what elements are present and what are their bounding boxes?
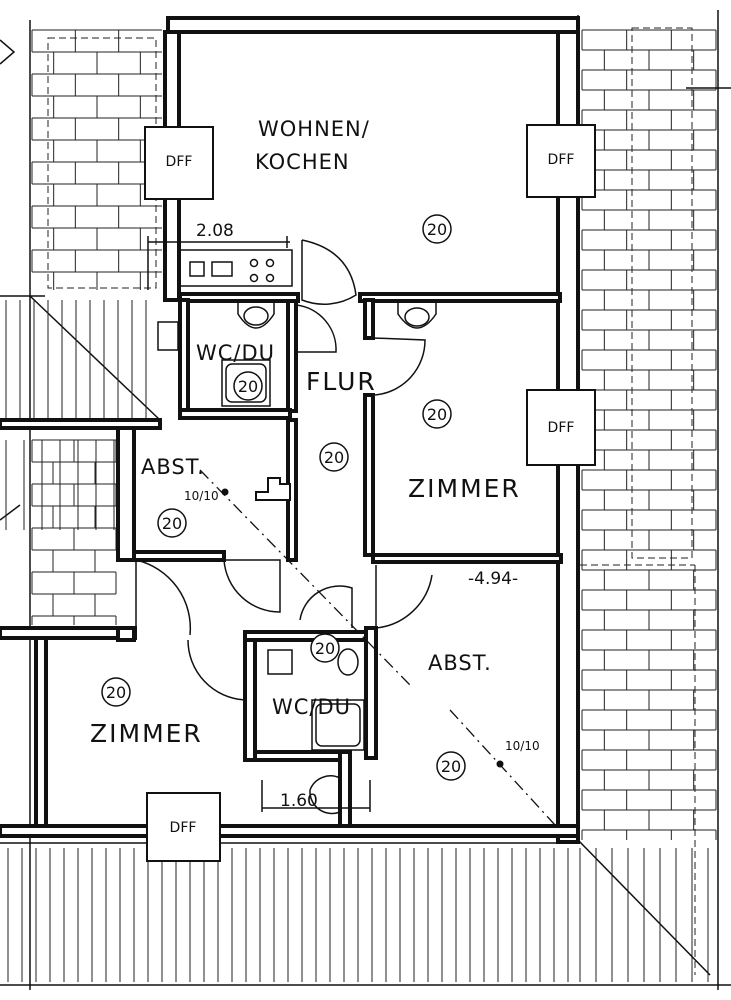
slope-label-left: 10/10 <box>184 489 219 503</box>
skylight-label: DFF <box>170 820 197 836</box>
area-marker-label: 20 <box>427 405 447 424</box>
area-marker: 20 <box>319 442 349 472</box>
walls <box>0 16 580 844</box>
dimension-labels: 2.08 -4.94- 1.60 10/10 10/10 <box>184 221 540 811</box>
fixtures <box>157 301 437 751</box>
doors <box>135 239 433 815</box>
area-marker: 20 <box>233 371 263 401</box>
room-label-kochen: KOCHEN <box>255 150 350 174</box>
skylight-label: DFF <box>548 152 575 168</box>
skylight-4: DFF <box>146 792 221 862</box>
dimension-wc-width: 1.60 <box>280 791 318 811</box>
room-label-abst-left: ABST. <box>141 455 205 479</box>
area-marker: 20 <box>436 751 466 781</box>
skylight-2: DFF <box>526 124 596 198</box>
area-marker-label: 20 <box>106 683 126 702</box>
dimension-kitchen-width: 2.08 <box>196 221 234 241</box>
staircase <box>0 295 161 530</box>
area-marker-label: 20 <box>441 757 461 776</box>
area-marker-label: 20 <box>315 639 335 658</box>
area-marker: 20 <box>157 508 187 538</box>
skylight-label: DFF <box>548 420 575 436</box>
area-marker-label: 20 <box>324 448 344 467</box>
area-marker-label: 20 <box>427 220 447 239</box>
dimension-lines <box>147 236 371 812</box>
room-label-abst-right: ABST. <box>428 651 492 675</box>
room-label-zimmer-left: ZIMMER <box>90 719 203 748</box>
area-marker: 20 <box>101 677 131 707</box>
roof-slope-lines <box>199 469 556 826</box>
area-markers: 20 20 20 20 20 20 20 20 <box>101 214 466 781</box>
skylight-1: DFF <box>144 126 214 200</box>
area-marker: 20 <box>310 633 340 663</box>
roof-outline <box>0 10 731 990</box>
area-marker: 20 <box>422 399 452 429</box>
skylight-label: DFF <box>166 154 193 170</box>
slope-label-right: 10/10 <box>505 739 540 753</box>
area-marker-label: 20 <box>238 377 258 396</box>
skylights: DFF DFF DFF DFF <box>144 124 596 862</box>
room-label-flur: FLUR <box>306 367 377 396</box>
area-marker-label: 20 <box>162 514 182 533</box>
room-label-wc-top: WC/DU <box>196 341 275 365</box>
room-label-wohnen: WOHNEN/ <box>258 117 370 141</box>
area-marker: 20 <box>422 214 452 244</box>
skylight-3: DFF <box>526 389 596 466</box>
room-label-wc-bottom: WC/DU <box>272 695 351 719</box>
room-label-zimmer-right: ZIMMER <box>408 474 521 503</box>
kitchen-counter <box>179 249 293 287</box>
dimension-room-width: -4.94- <box>468 569 518 589</box>
room-labels: WOHNEN/ KOCHEN FLUR ZIMMER ZIMMER ABST. … <box>90 117 521 748</box>
